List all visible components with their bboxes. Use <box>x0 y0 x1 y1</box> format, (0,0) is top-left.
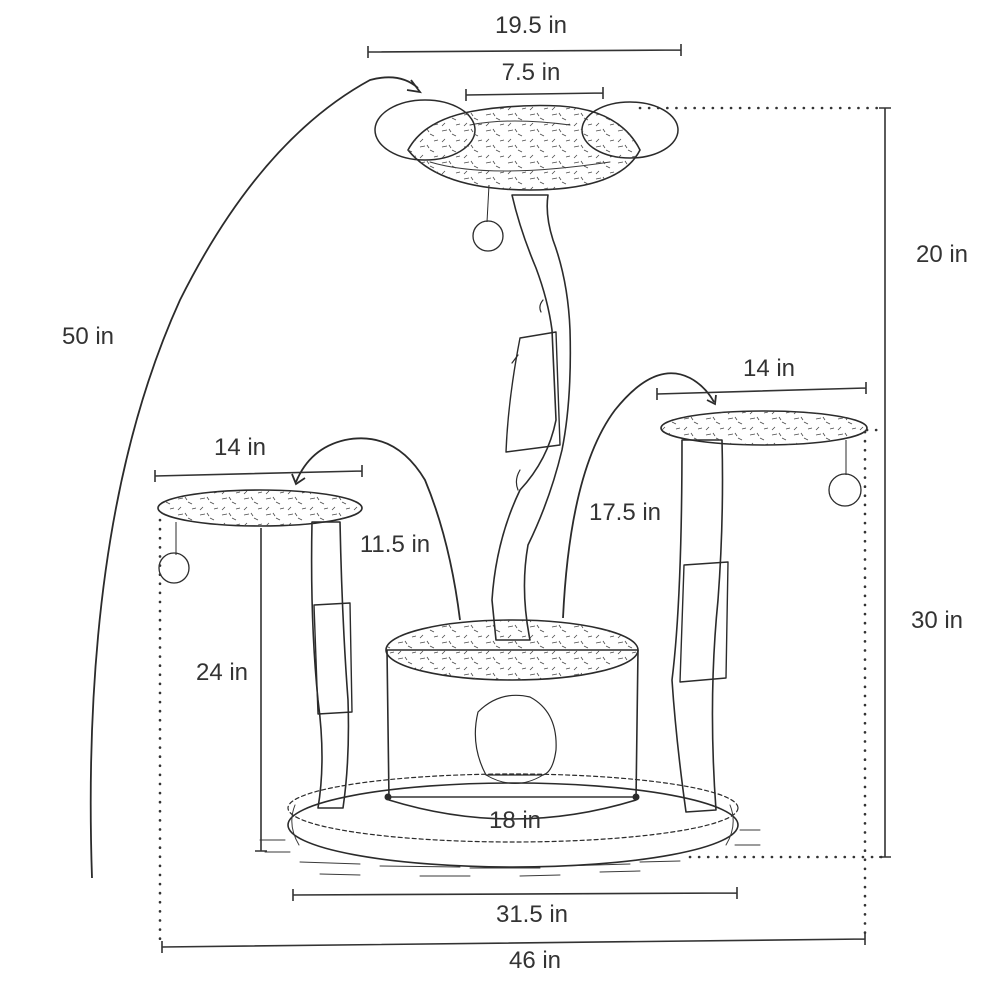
left-perch-drop-arc <box>295 437 461 621</box>
top-cloud-perch <box>374 99 679 252</box>
top-perch-inner-width-label: 7.5 in <box>502 59 561 86</box>
condo-cylinder <box>385 619 639 820</box>
right-perch-height-label: 30 in <box>911 607 963 634</box>
base-width-label: 31.5 in <box>496 901 568 928</box>
right-perch-drop-arc <box>562 372 715 619</box>
top-perch-width-label: 19.5 in <box>495 12 567 39</box>
left-perch-width-label: 14 in <box>214 434 266 461</box>
right-pompom-toy <box>828 473 862 507</box>
cat-tree-illustration <box>157 99 868 877</box>
center-trunk <box>491 194 572 641</box>
right-perch-drop-label: 17.5 in <box>589 499 661 526</box>
right-perch-width-label: 14 in <box>743 355 795 382</box>
total-height-label: 50 in <box>62 323 114 350</box>
top-section-height-label: 20 in <box>916 241 968 268</box>
dimension-labels: 19.5 in 7.5 in 20 in 50 in 14 in 14 in 1… <box>62 12 968 974</box>
top-pompom-toy <box>472 220 504 252</box>
left-sisal-wrap <box>313 602 353 715</box>
left-pompom-toy <box>158 552 190 584</box>
floor-shadow <box>259 829 761 877</box>
condo-diameter-label: 18 in <box>489 807 541 834</box>
total-height-arc <box>89 76 419 879</box>
right-sisal-wrap <box>679 561 729 683</box>
left-perch-drop-label: 11.5 in <box>360 531 430 558</box>
left-perch <box>157 489 363 809</box>
condo-entry-hole <box>474 694 557 776</box>
dimension-lines <box>89 44 891 953</box>
total-width-label: 46 in <box>509 947 561 974</box>
left-perch-height-label: 24 in <box>196 659 248 686</box>
right-perch <box>660 410 868 813</box>
